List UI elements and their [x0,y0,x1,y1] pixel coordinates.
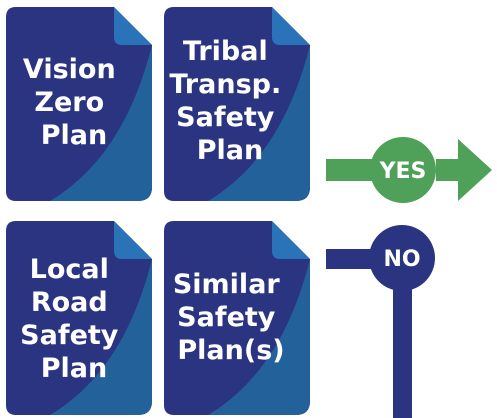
document-label-line: Plan [41,353,108,384]
document-label: Similar Safety Plan(s) [173,269,289,366]
document-label-line: Plan(s) [177,335,284,366]
document-label-line: Zero [34,87,104,118]
document-fold [114,7,152,45]
document-wave [50,259,152,415]
document-label-line: Tribal [183,36,268,67]
no-badge [369,225,435,291]
document-label-line: Plan [197,135,264,166]
document-tribal-transp-safety-plan: Tribal Transp. Safety Plan [164,7,310,201]
yes-path: YES [326,137,492,203]
document-similar-safety-plans: Similar Safety Plan(s) [164,221,310,415]
document-label-line: Vision [23,54,116,85]
document-fold [272,7,310,45]
yes-arrow-tail [326,159,372,181]
document-label-line: Safety [177,302,276,333]
document-label: Tribal Transp. Safety Plan [169,36,290,166]
no-connector-down [393,282,412,418]
yes-label: YES [379,159,427,184]
document-label-line: Local [30,254,109,285]
no-connector-left [326,249,372,269]
document-label: Vision Zero Plan [23,54,125,151]
document-label-line: Safety [20,320,119,351]
document-fold [114,221,152,259]
document-wave [50,45,152,201]
document-label-line: Transp. [169,69,281,100]
document-wave [208,259,310,415]
document-vision-zero-plan: Vision Zero Plan [6,7,152,201]
no-label: NO [383,247,420,272]
yes-arrow-shaft [436,159,460,181]
document-label-line: Road [31,287,108,318]
document-label-line: Similar [173,269,281,300]
document-label-line: Safety [176,102,275,133]
document-local-road-safety-plan: Local Road Safety Plan [6,221,152,415]
yes-arrow-head-icon [458,139,492,201]
document-fold [272,221,310,259]
document-label: Local Road Safety Plan [20,254,128,384]
document-wave [208,45,310,201]
document-label-line: Plan [41,120,108,151]
no-path: NO [326,225,435,418]
yes-badge [370,137,436,203]
